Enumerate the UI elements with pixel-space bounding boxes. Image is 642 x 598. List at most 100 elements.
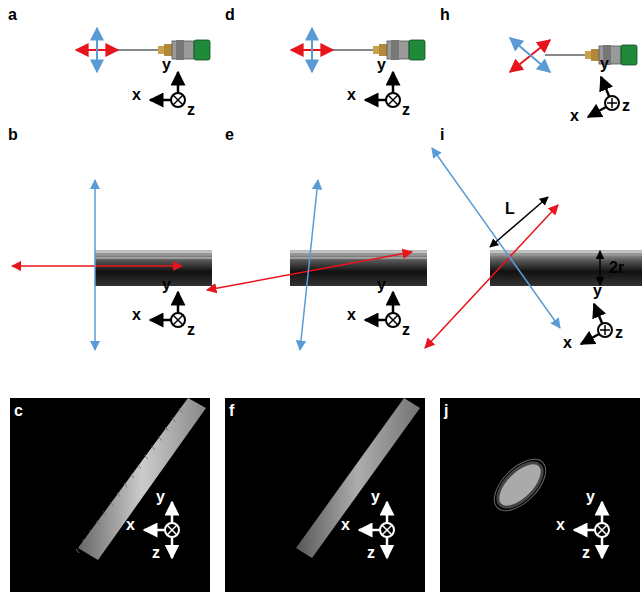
axis-cross — [611, 98, 613, 108]
axis-cross — [382, 525, 392, 535]
axis-circle — [595, 523, 609, 537]
axis-cross — [173, 95, 183, 105]
texture-tick — [159, 437, 162, 441]
axis-circle — [165, 523, 179, 537]
axis-cross — [167, 525, 177, 535]
axis-label: y — [162, 56, 171, 74]
axis-label: x — [347, 306, 356, 324]
panel-letter: b — [8, 126, 18, 144]
texture-tick — [179, 408, 182, 412]
panel-letter: f — [229, 402, 234, 420]
texture-tick — [110, 502, 113, 506]
axis-label: y — [377, 276, 386, 294]
axis-label: y — [371, 488, 380, 506]
axis-cross — [597, 525, 607, 535]
axis-triad — [150, 292, 185, 327]
axis-cross — [167, 525, 177, 535]
panel-letter: e — [225, 126, 234, 144]
panel-letter: h — [440, 6, 450, 24]
axis-circle — [171, 313, 185, 327]
axis-arrow — [365, 319, 386, 322]
axis-arrow — [171, 502, 174, 523]
axis-arrow — [386, 537, 389, 558]
axis-triad — [588, 77, 619, 117]
axis-triad — [144, 502, 179, 558]
texture-tick — [152, 446, 155, 450]
axis-cross — [388, 315, 398, 325]
axis-circle — [386, 313, 400, 327]
axis-circle — [605, 96, 619, 110]
axis-circle — [598, 323, 612, 337]
texture-tick — [104, 512, 107, 516]
axis-label: y — [600, 55, 609, 73]
axis-label: y — [156, 488, 165, 506]
axis-triad — [365, 72, 400, 107]
axis-cross — [388, 95, 398, 105]
axis-arrow — [359, 529, 380, 532]
axis-arrow — [177, 292, 180, 313]
axis-cross — [173, 315, 183, 325]
axis-arrow — [150, 99, 171, 102]
axis-label: x — [563, 334, 572, 352]
axis-label: y — [586, 488, 595, 506]
axis-circle — [386, 93, 400, 107]
axis-triad — [574, 502, 609, 558]
axis-label: z — [187, 101, 195, 119]
axis-arrow — [386, 502, 389, 523]
axis-label: z — [402, 101, 410, 119]
axis-label: x — [341, 516, 350, 534]
axis-label: x — [556, 516, 565, 534]
axis-cross — [604, 325, 606, 335]
axis-cross — [173, 315, 183, 325]
axis-arrow — [177, 72, 180, 93]
axis-arrow — [581, 334, 599, 344]
texture-tick — [90, 530, 93, 534]
axis-label: z — [152, 544, 160, 562]
axis-arrow — [574, 529, 595, 532]
axis-label: z — [615, 324, 623, 342]
texture-tick — [76, 549, 79, 553]
texture-tick — [117, 493, 120, 497]
panel-letter: d — [225, 6, 235, 24]
axis-label: x — [132, 86, 141, 104]
axis-label: z — [367, 544, 375, 562]
axis-label: z — [582, 544, 590, 562]
axis-label: x — [126, 516, 135, 534]
axis-label: x — [570, 107, 579, 125]
texture-tick — [165, 427, 168, 431]
axis-triad — [365, 292, 400, 327]
axis-triad — [581, 304, 612, 344]
axis-arrow — [601, 77, 609, 96]
axis-label: y — [377, 56, 386, 74]
panel-letter: j — [444, 402, 448, 420]
axis-label: x — [132, 306, 141, 324]
axis-label: y — [162, 276, 171, 294]
axis-arrow — [601, 502, 604, 523]
axis-arrow — [392, 292, 395, 313]
dimension-label: L — [505, 200, 515, 218]
axis-arrow — [150, 319, 171, 322]
axis-cross — [388, 315, 398, 325]
axis-arrow — [601, 537, 604, 558]
axis-triad — [359, 502, 394, 558]
axis-label: z — [402, 321, 410, 339]
axis-arrow — [144, 529, 165, 532]
panel-letter: a — [8, 6, 17, 24]
axis-arrow — [365, 99, 386, 102]
axis-cross — [388, 95, 398, 105]
texture-tick — [172, 418, 175, 422]
texture-tick — [145, 455, 148, 459]
axis-circle — [171, 93, 185, 107]
panel-letter: c — [14, 402, 23, 420]
axis-label: z — [622, 97, 630, 115]
axis-arrow — [392, 72, 395, 93]
texture-tick — [83, 540, 86, 544]
dimension-label: 2r — [609, 259, 624, 277]
axis-arrow — [588, 107, 606, 117]
axis-cross — [382, 525, 392, 535]
axis-label: z — [187, 321, 195, 339]
axis-label: x — [347, 86, 356, 104]
texture-tick — [97, 521, 100, 525]
